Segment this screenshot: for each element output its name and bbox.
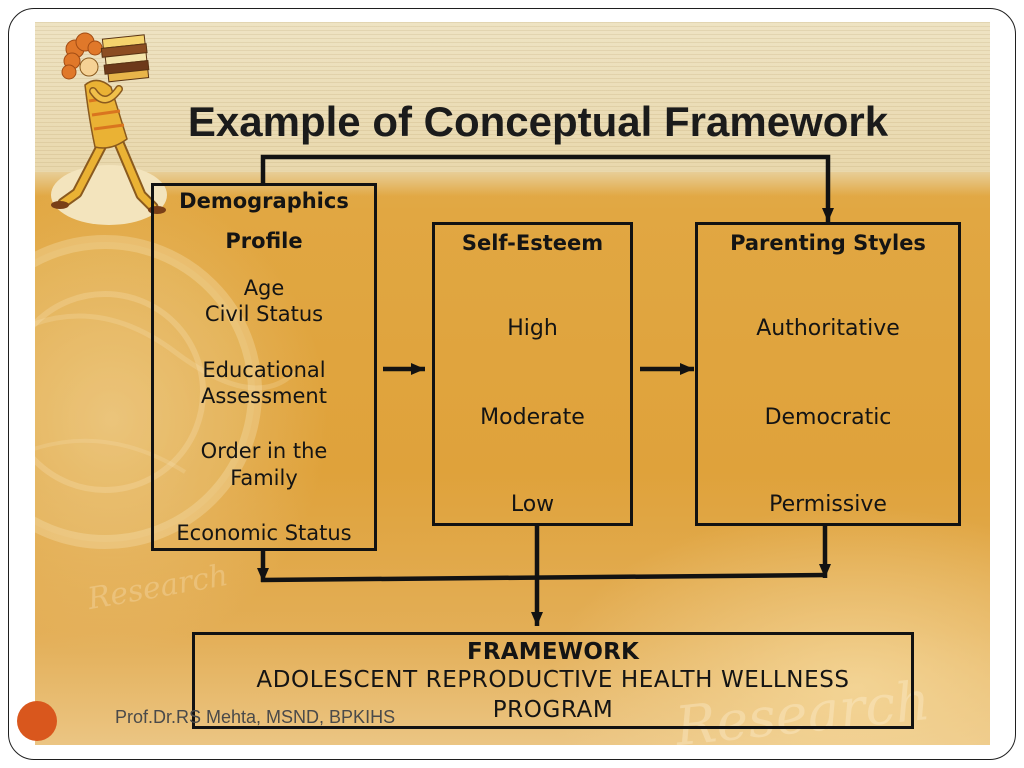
footer-credit: Prof.Dr.RS Mehta, MSND, BPKIHS [115, 705, 395, 729]
orange-circle-icon [17, 701, 57, 741]
bottom-collector-line [261, 575, 827, 580]
arrow-demographics-to-parenting-styles [263, 157, 828, 222]
